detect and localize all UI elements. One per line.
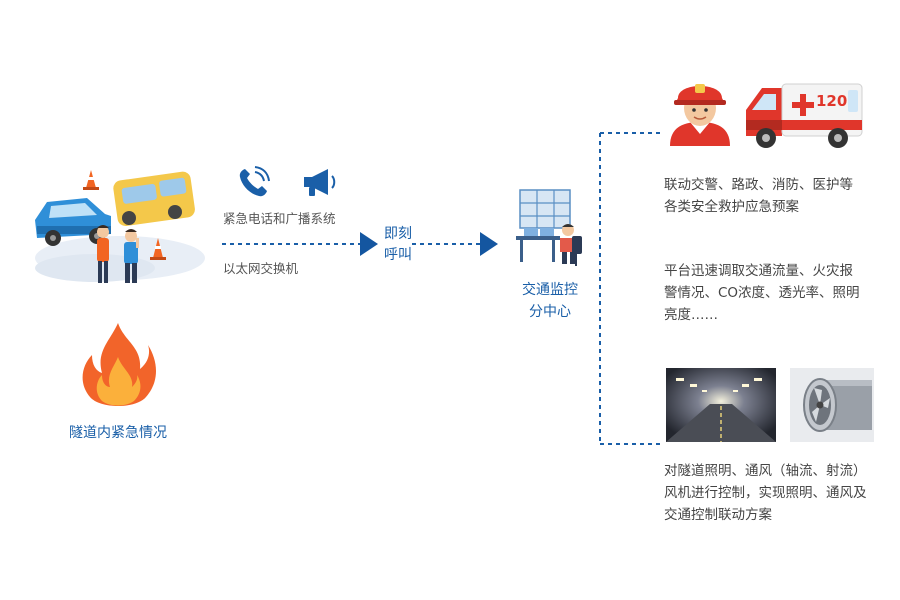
- traffic-cone-icon: [150, 238, 166, 260]
- tunnel-lighting-photo: [666, 368, 776, 442]
- output-3-line-2: 风机进行控制，实现照明、通风及: [664, 485, 867, 501]
- accident-caption: 隧道内紧急情况: [69, 425, 167, 441]
- network-label: 以太网交换机: [223, 261, 299, 276]
- comm-systems-label: 紧急电话和广播系统: [223, 211, 336, 226]
- person-icon: [97, 225, 109, 283]
- monitoring-operator-icon: [516, 189, 582, 266]
- firefighter-icon: [670, 84, 730, 146]
- flow-arrow-2: [412, 232, 498, 256]
- fire-icon: [82, 323, 156, 406]
- megaphone-icon: [304, 169, 336, 196]
- car-icon: [35, 198, 111, 246]
- output-2-line-2: 警情况、CO浓度、透光率、照明: [664, 285, 860, 301]
- overturned-car-icon: [113, 171, 195, 227]
- output-3-line-3: 交通控制联动方案: [664, 507, 772, 523]
- center-label-line2: 分中心: [529, 304, 571, 320]
- output-desc-2: 平台迅速调取交通流量、火灾报 警情况、CO浓度、透光率、照明 亮度……: [664, 260, 860, 326]
- call-label-line2: 呼叫: [384, 247, 412, 263]
- output-1-line-2: 各类安全救护应急预案: [664, 199, 799, 215]
- phone-icon: [239, 166, 270, 197]
- traffic-cone-icon: [83, 170, 99, 190]
- output-2-line-3: 亮度……: [664, 307, 718, 323]
- ambulance-icon: [746, 83, 863, 148]
- output-2-line-1: 平台迅速调取交通流量、火灾报: [664, 263, 853, 279]
- center-label-line1: 交通监控: [522, 282, 578, 298]
- output-1-line-1: 联动交警、路政、消防、医护等: [664, 177, 853, 193]
- accident-illustration: [35, 170, 205, 283]
- jet-fan-photo: [790, 368, 874, 442]
- flow-arrow-1: [222, 232, 378, 256]
- output-3-line-1: 对隧道照明、通风（轴流、射流）: [664, 463, 867, 479]
- output-desc-1: 联动交警、路政、消防、医护等 各类安全救护应急预案: [664, 174, 853, 218]
- person-icon: [124, 229, 139, 283]
- call-label-line1: 即刻: [384, 226, 412, 242]
- branch-connector: [599, 132, 660, 445]
- center-label: 交通监控 分中心: [508, 279, 592, 323]
- call-label: 即刻 呼叫: [384, 224, 412, 266]
- output-desc-3: 对隧道照明、通风（轴流、射流） 风机进行控制，实现照明、通风及 交通控制联动方案: [664, 460, 867, 526]
- ambulance-number: 120: [816, 92, 848, 110]
